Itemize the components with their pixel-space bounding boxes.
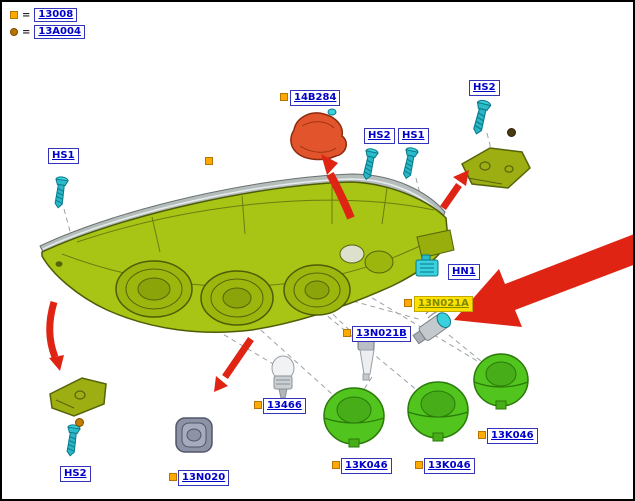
callout-13k046-3[interactable]: 13K046 bbox=[487, 428, 538, 444]
callout-13n020[interactable]: 13N020 bbox=[178, 470, 230, 486]
orange-square-marker-assembly bbox=[205, 157, 213, 165]
callout-hs1-left[interactable]: HS1 bbox=[48, 148, 79, 164]
callout-hs2-top-right[interactable]: HS2 bbox=[469, 80, 500, 96]
orange-square-marker-13n021a bbox=[404, 299, 412, 307]
dark-circle-marker-top-right bbox=[507, 128, 516, 137]
direction-arrows bbox=[46, 154, 469, 392]
bulb-13n021b-drawing bbox=[357, 337, 375, 381]
orange-square-icon bbox=[10, 11, 18, 19]
orange-square-marker-13466 bbox=[254, 401, 262, 409]
orange-square-marker-14b284 bbox=[280, 93, 288, 101]
screw-hs1-mid-icon bbox=[399, 146, 419, 181]
headlamp-assembly-drawing bbox=[39, 173, 455, 333]
legend-equals: = bbox=[22, 9, 31, 21]
socket-13n021a-drawing bbox=[412, 299, 458, 345]
callout-hn1[interactable]: HN1 bbox=[448, 264, 480, 280]
cap-13n020-drawing bbox=[175, 417, 213, 453]
legend-link-13a004[interactable]: 13A004 bbox=[34, 25, 85, 39]
callout-13n021b[interactable]: 13N021B bbox=[352, 326, 411, 342]
screw-hs2-top-right-icon bbox=[469, 98, 492, 137]
orange-square-marker-13k046-2 bbox=[415, 461, 423, 469]
bracket-drawing-top-right bbox=[461, 147, 531, 189]
callout-hs2-bottom-left[interactable]: HS2 bbox=[60, 466, 91, 482]
callout-13466[interactable]: 13466 bbox=[263, 398, 306, 414]
orange-square-marker-13k046-3 bbox=[478, 431, 486, 439]
big-highlight-arrow bbox=[454, 234, 633, 327]
bulb-13466-drawing bbox=[271, 355, 295, 399]
orange-circle-marker-bracket bbox=[75, 418, 84, 427]
callout-13k046-2[interactable]: 13K046 bbox=[424, 458, 475, 474]
orange-square-marker-13k046-1 bbox=[332, 461, 340, 469]
legend-row-13008: = 13008 bbox=[10, 8, 85, 22]
part-14b284-drawing bbox=[290, 108, 347, 161]
orange-square-marker-13n021b bbox=[343, 329, 351, 337]
bracket-drawing-bottom-left bbox=[49, 377, 107, 417]
callout-13k046-1[interactable]: 13K046 bbox=[341, 458, 392, 474]
callout-14b284[interactable]: 14B284 bbox=[290, 90, 341, 106]
connector-hn1-drawing bbox=[415, 254, 439, 277]
orange-circle-icon bbox=[10, 28, 18, 36]
screw-hs2-bottom-left-icon bbox=[63, 423, 81, 458]
callout-13n021a-highlighted[interactable]: 13N021A bbox=[414, 296, 473, 312]
legend-link-13008[interactable]: 13008 bbox=[34, 8, 78, 22]
legend-row-13a004: = 13A004 bbox=[10, 25, 85, 39]
orange-square-marker-13n020 bbox=[169, 473, 177, 481]
legend: = 13008 = 13A004 bbox=[10, 8, 85, 39]
callout-hs2-mid[interactable]: HS2 bbox=[364, 128, 395, 144]
caps-13k046-drawing bbox=[323, 353, 529, 448]
legend-equals: = bbox=[22, 26, 31, 38]
screw-hs1-left-icon bbox=[51, 175, 69, 210]
callout-hs1-mid[interactable]: HS1 bbox=[398, 128, 429, 144]
